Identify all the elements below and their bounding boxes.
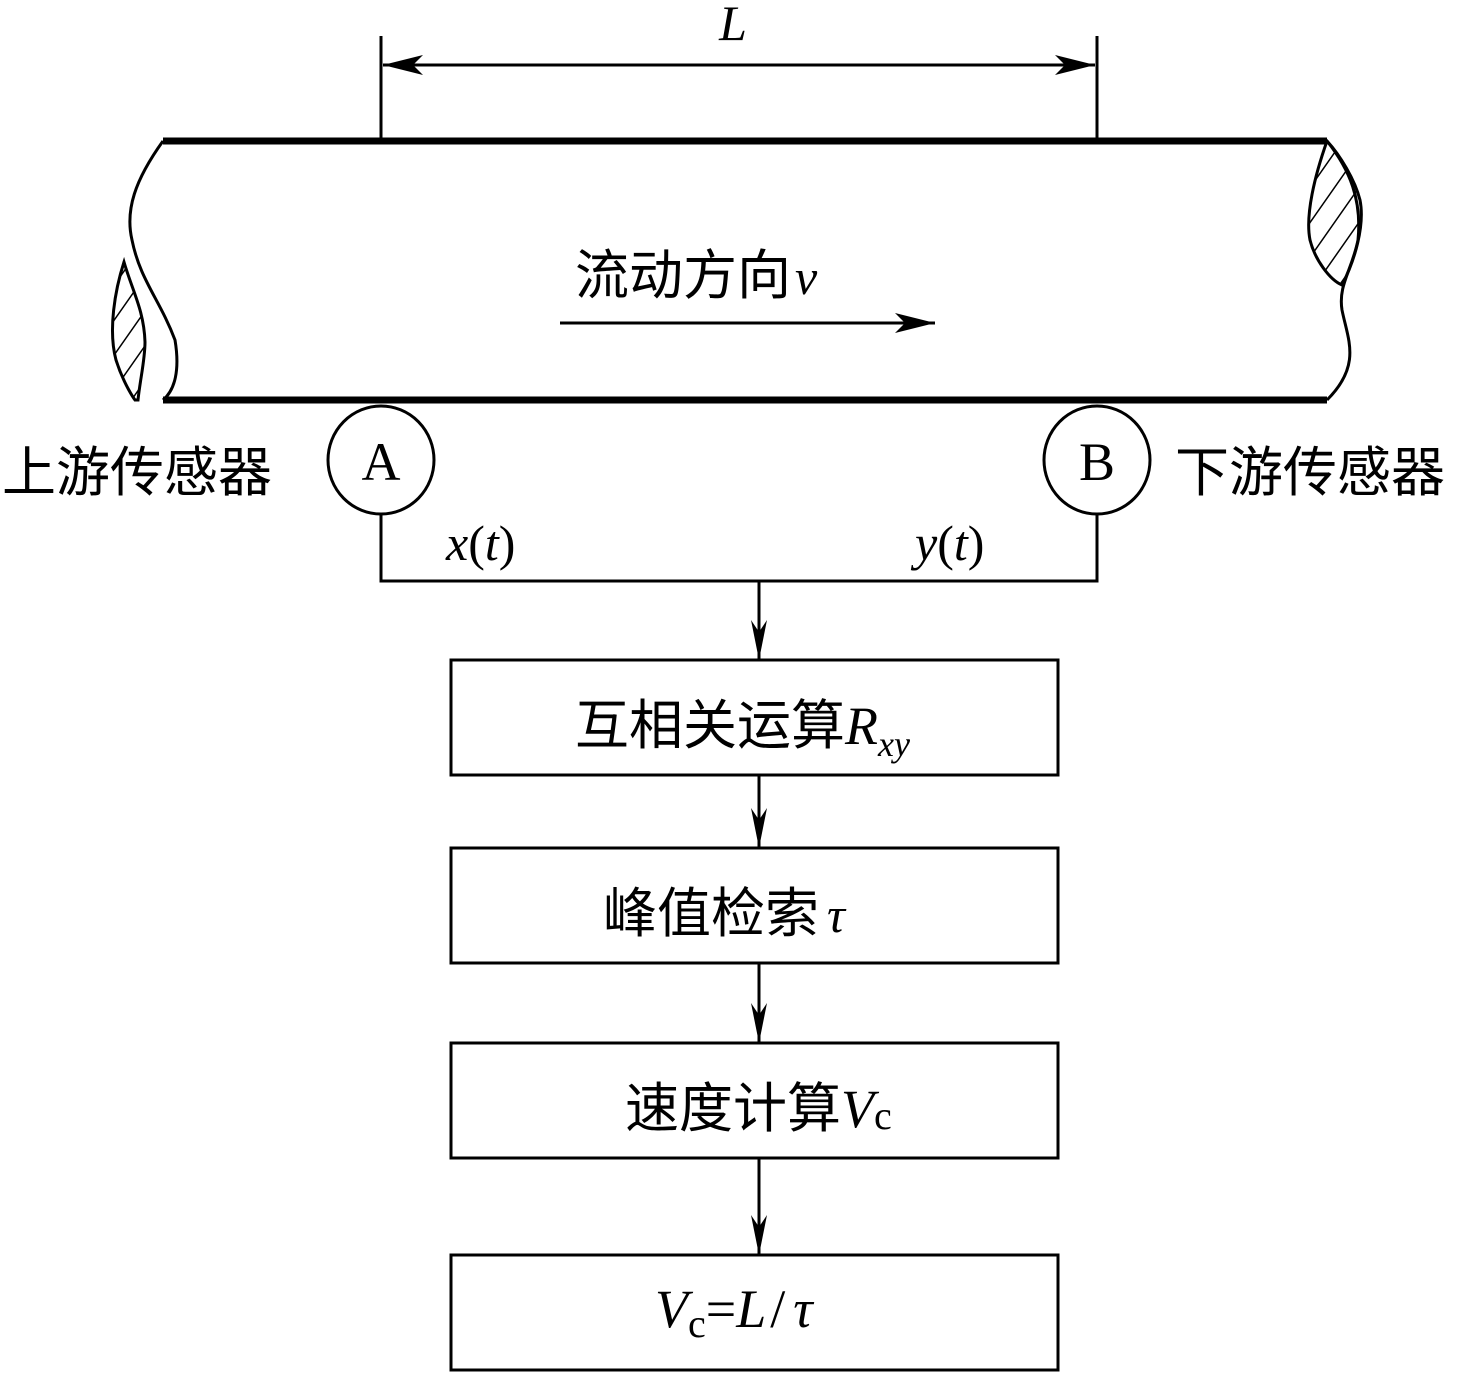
- step-3-box: [449, 1041, 1060, 1160]
- sensor-A-id: A: [362, 432, 401, 492]
- step-2-box: [449, 846, 1060, 965]
- dimension-label: L: [718, 0, 747, 51]
- step-3-label: 速度计算Vc: [625, 1077, 892, 1140]
- downstream-sensor-label: 下游传感器: [1175, 441, 1445, 504]
- step-velocity-calc: 速度计算Vc: [449, 1041, 1060, 1160]
- step-1-box: [449, 658, 1060, 777]
- pipe-left-break: [128, 140, 179, 402]
- pipe-right-hatch: [1307, 138, 1363, 287]
- upstream-sensor: A 上游传感器 x(t): [2, 404, 515, 571]
- dimension-L: L: [379, 0, 1099, 140]
- pipe-left-hatch: [111, 256, 147, 402]
- signal-lines: [379, 514, 1099, 660]
- upstream-sensor-label: 上游传感器: [2, 441, 272, 504]
- signal-x-label: x(t): [445, 515, 515, 571]
- flow-direction: 流动方向v: [560, 244, 935, 333]
- result-formula: Vc=L/τ: [449, 1253, 1060, 1372]
- downstream-sensor: B 下游传感器 y(t): [910, 404, 1445, 571]
- signal-bus: [379, 514, 1099, 583]
- result-box: [449, 1253, 1060, 1372]
- step-1-label: 互相关运算Rxy: [575, 694, 910, 764]
- sensor-B-id: B: [1079, 432, 1115, 492]
- pipe: [111, 137, 1363, 404]
- step-cross-correlation: 互相关运算Rxy: [449, 658, 1060, 777]
- formula-text: Vc=L/τ: [655, 1279, 814, 1346]
- flow-label: 流动方向v: [575, 244, 818, 307]
- signal-y-label: y(t): [910, 515, 984, 571]
